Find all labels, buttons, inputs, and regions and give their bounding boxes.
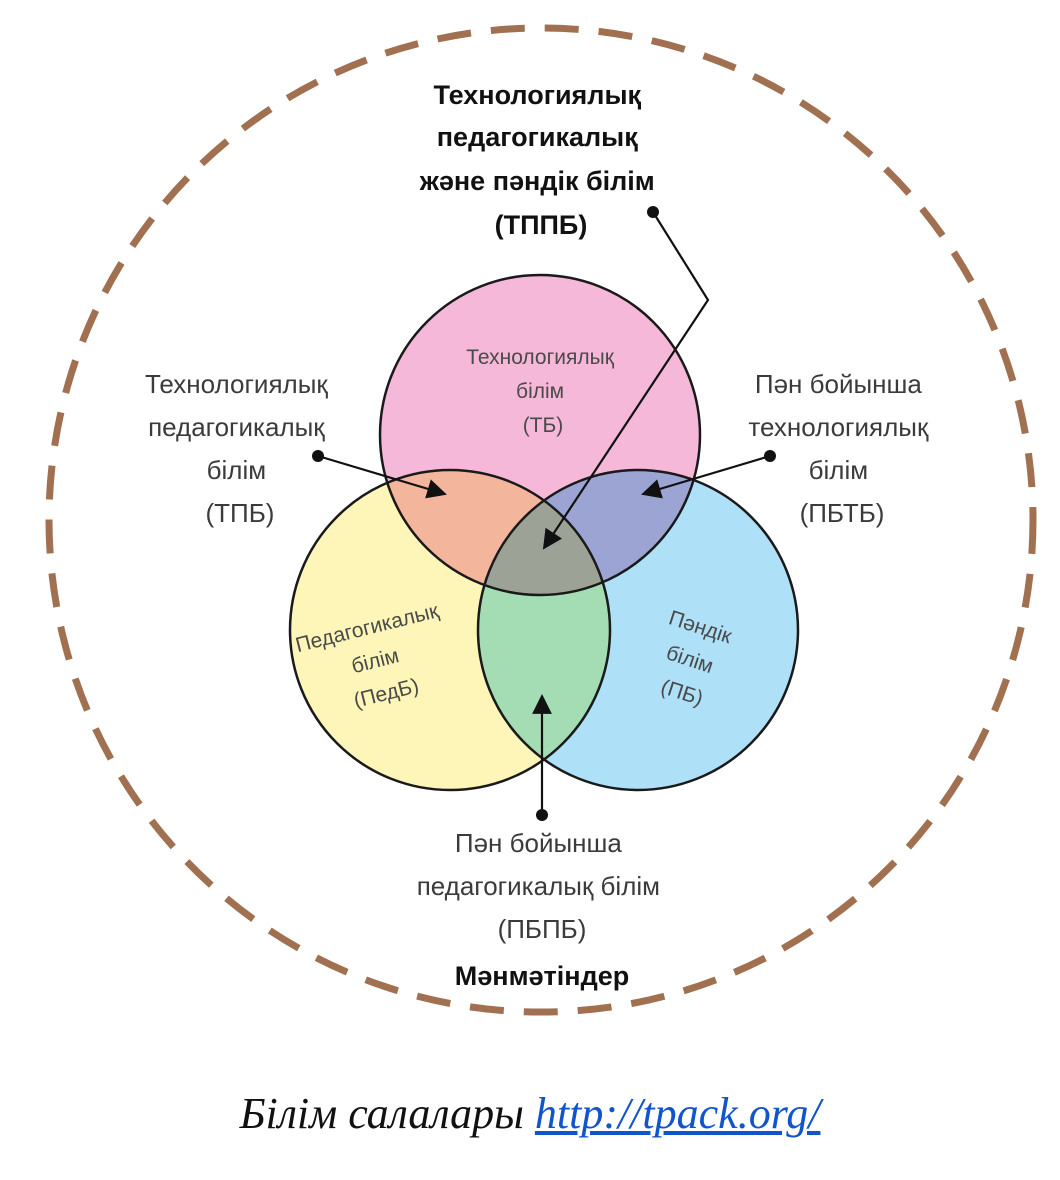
pbtb-label-line: білім [809,455,869,485]
context-boundary [45,24,1037,1016]
tpack-label-line: (ТППБ) [495,210,588,240]
pbpb-label-line: Пән бойынша [455,828,623,858]
pbtb-pointer [641,454,771,499]
tpb-pointer-dot [312,450,324,462]
pbtb-label-line: (ПБТБ) [800,498,885,528]
pbpb-label-line: педагогикалық білім [417,871,660,901]
pbtb-label-line: технологиялық [748,412,929,442]
tpack-pointer-dot [647,206,659,218]
tpb-pointer [317,454,447,499]
tpack-label-line: педагогикалық [437,122,638,152]
pbpb-pointer-dot [536,809,548,821]
tpack-center [478,470,610,595]
tpb-label-line: Технологиялық [145,369,328,399]
tb-label-line: Технологиялық [466,346,614,369]
tpack-label-line: Технологиялық [433,80,641,110]
tpb-label-line: педагогикалық [148,412,325,442]
tpack-pointer [542,211,710,550]
pbtb-label-line: Пән бойынша [755,369,923,399]
tpb-label: Технологиялық педагогикалық білім (ТПБ) [145,369,335,528]
caption-link[interactable]: http://tpack.org/ [534,1089,821,1138]
tpb-label-line: білім [207,455,267,485]
pbtb-pointer-dot [764,450,776,462]
tb-label-line: (ТБ) [523,414,564,437]
caption-text: Білім салалары [239,1089,535,1138]
tpb-label-line: (ТПБ) [206,498,275,528]
tpack-label: Технологиялық педагогикалық және пәндік … [419,80,663,240]
tb-label: Технологиялық білім (ТБ) [466,346,620,437]
tb-label-line: білім [516,380,564,403]
context-label: Мәнмәтіндер [455,961,630,991]
pbpb-label: Пән бойынша педагогикалық білім (ПБПБ) [417,828,668,944]
figure-caption: Білім салалары http://tpack.org/ [0,1088,1060,1139]
pbpb-label-line: (ПБПБ) [498,914,587,944]
tpack-label-line: және пәндік білім [419,166,655,196]
pbtb-label: Пән бойынша технологиялық білім (ПБТБ) [748,369,935,528]
